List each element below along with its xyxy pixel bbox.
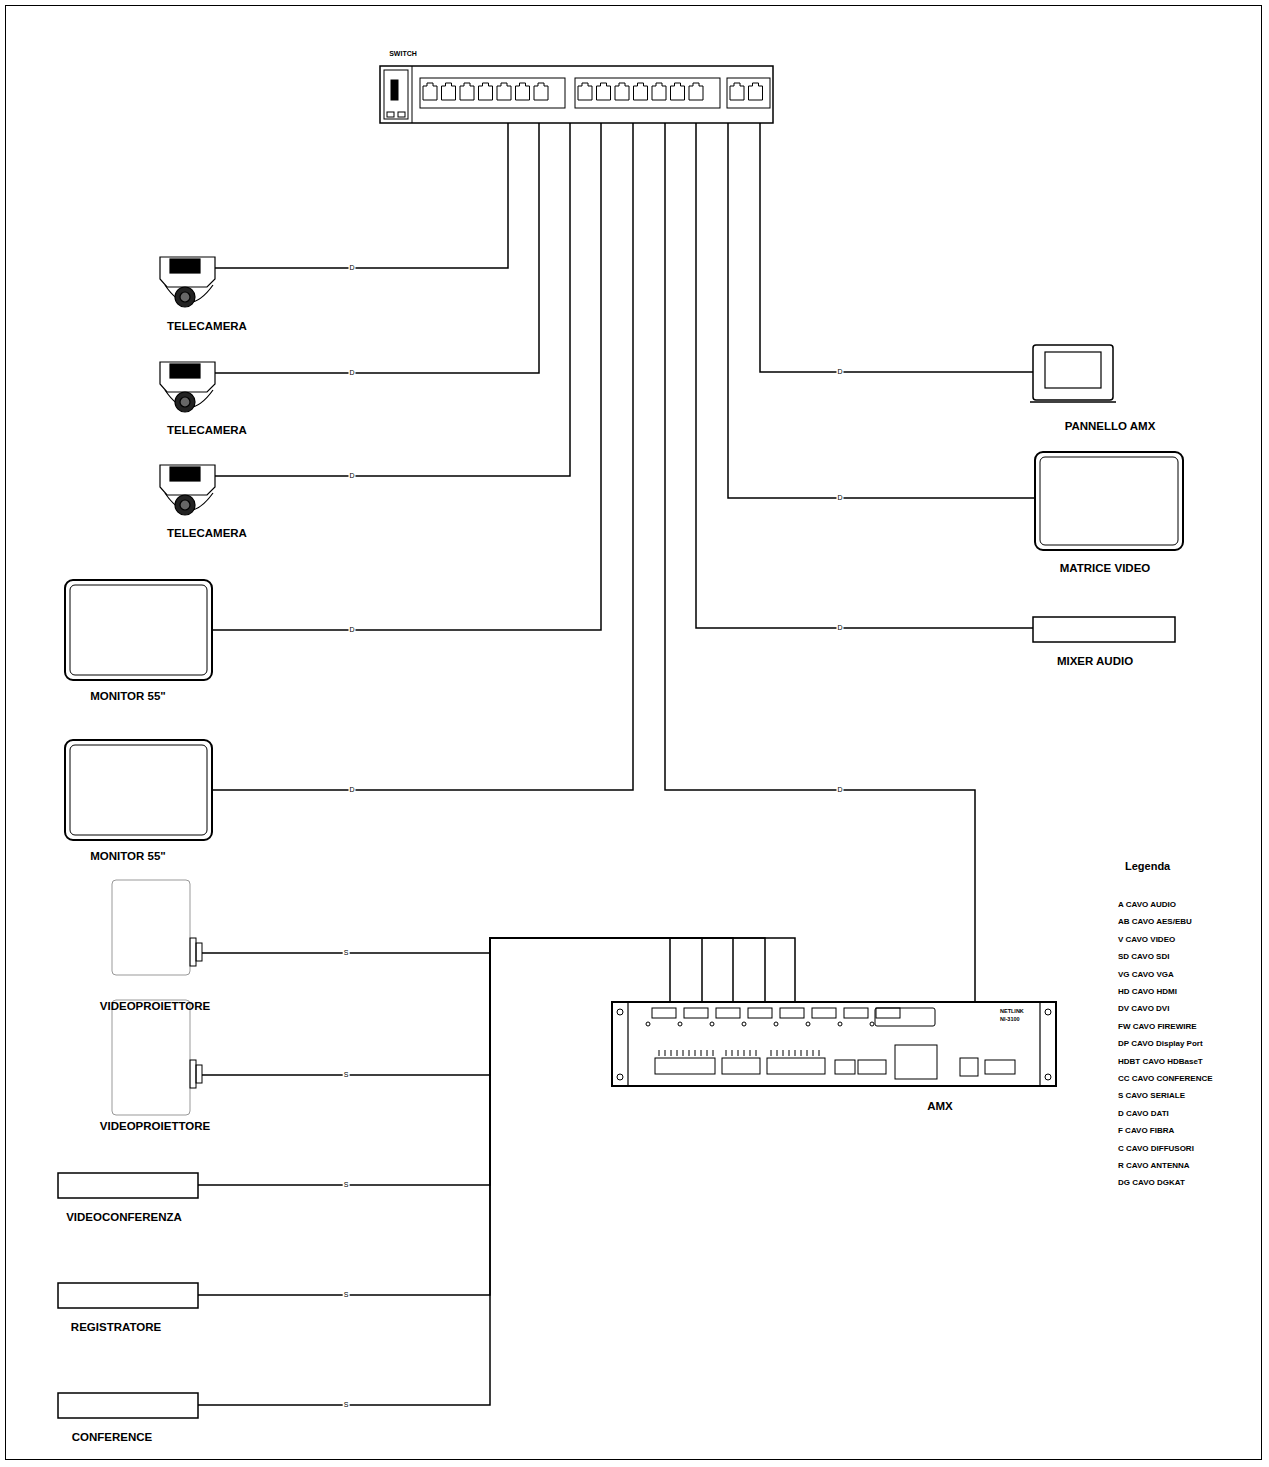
- cable-connector: [728, 123, 1035, 498]
- device-node: MONITOR 55": [65, 580, 212, 680]
- cable-code: D: [836, 624, 843, 632]
- cable-code: D: [836, 368, 843, 376]
- cable-code: S: [343, 949, 350, 957]
- cable-connector: [198, 938, 765, 1295]
- device-label: MONITOR 55": [90, 690, 166, 702]
- cable-connector: [212, 123, 633, 790]
- legend-entry: HD CAVO HDMI: [1118, 987, 1177, 996]
- legend-entry: CC CAVO CONFERENCE: [1118, 1074, 1213, 1083]
- legend-title: Legenda: [1125, 860, 1170, 872]
- device-label: AMX: [927, 1100, 953, 1112]
- device-node: AMX: [612, 1002, 1056, 1086]
- legend-entry: HDBT CAVO HDBaseT: [1118, 1057, 1203, 1066]
- cable-connector: [215, 123, 508, 268]
- device-label: CONFERENCE: [72, 1431, 153, 1443]
- legend-entry: S CAVO SERIALE: [1118, 1091, 1185, 1100]
- legend-entry: AB CAVO AES/EBU: [1118, 917, 1192, 926]
- legend-entry: DV CAVO DVI: [1118, 1004, 1169, 1013]
- cable-connector: [198, 938, 795, 1405]
- device-node: VIDEOPROIETTORE: [112, 880, 202, 975]
- cable-code: D: [836, 494, 843, 502]
- legend-entry: DP CAVO Display Port: [1118, 1039, 1203, 1048]
- device-node: MATRICE VIDEO: [1035, 452, 1183, 550]
- legend-entry: R CAVO ANTENNA: [1118, 1161, 1190, 1170]
- cable-code: S: [343, 1291, 350, 1299]
- legend-entry: C CAVO DIFFUSORI: [1118, 1144, 1194, 1153]
- legend-entry: V CAVO VIDEO: [1118, 935, 1175, 944]
- cable-connector: [212, 123, 601, 630]
- cable-code: S: [343, 1401, 350, 1409]
- cable-connector: [202, 938, 670, 1002]
- legend-entry: DG CAVO DGKAT: [1118, 1178, 1185, 1187]
- device-label: SWITCH: [389, 50, 417, 57]
- cable-code: D: [348, 369, 355, 377]
- device-label: TELECAMERA: [167, 320, 247, 332]
- cable-code: D: [348, 786, 355, 794]
- device-node: VIDEOPROIETTORE: [112, 1000, 202, 1115]
- device-label: VIDEOPROIETTORE: [100, 1120, 210, 1132]
- device-node: VIDEOCONFERENZA: [58, 1173, 198, 1198]
- cable-connector: [665, 123, 975, 1002]
- switch-body: [380, 66, 773, 123]
- cable-code: S: [343, 1181, 350, 1189]
- device-node: TELECAMERA: [160, 360, 215, 420]
- device-node: MIXER AUDIO: [1033, 617, 1175, 642]
- device-label: MIXER AUDIO: [1057, 655, 1133, 667]
- device-node: REGISTRATORE: [58, 1283, 198, 1308]
- device-node: MONITOR 55": [65, 740, 212, 840]
- device-marking: NI-3100: [1000, 1016, 1020, 1022]
- legend-entry: FW CAVO FIREWIRE: [1118, 1022, 1197, 1031]
- legend-entry: F CAVO FIBRA: [1118, 1126, 1174, 1135]
- cable-connector: [215, 123, 539, 373]
- cable-connector: [198, 938, 733, 1185]
- cable-connector: [202, 938, 702, 1075]
- device-node: SWITCH: [380, 66, 773, 123]
- device-node: TELECAMERA: [160, 255, 215, 315]
- device-label: MATRICE VIDEO: [1060, 562, 1151, 574]
- cable-connector: [215, 123, 570, 476]
- cable-code: D: [348, 472, 355, 480]
- device-label: PANNELLO AMX: [1065, 420, 1156, 432]
- device-node: PANNELLO AMX: [1033, 345, 1113, 402]
- device-node: TELECAMERA: [160, 463, 215, 523]
- cable-code: D: [348, 626, 355, 634]
- legend-entry: VG CAVO VGA: [1118, 970, 1174, 979]
- cable-code: S: [343, 1071, 350, 1079]
- cable-connector: [760, 123, 1033, 372]
- legend-entry: A CAVO AUDIO: [1118, 900, 1176, 909]
- device-label: REGISTRATORE: [71, 1321, 161, 1333]
- legend-entry: SD CAVO SDI: [1118, 952, 1169, 961]
- device-label: MONITOR 55": [90, 850, 166, 862]
- cable-code: D: [348, 264, 355, 272]
- device-label: VIDEOCONFERENZA: [66, 1211, 182, 1223]
- device-node: CONFERENCE: [58, 1393, 198, 1418]
- device-label: TELECAMERA: [167, 527, 247, 539]
- cable-code: D: [836, 786, 843, 794]
- device-label: VIDEOPROIETTORE: [100, 1000, 210, 1012]
- device-label: TELECAMERA: [167, 424, 247, 436]
- cable-connector: [696, 123, 1033, 628]
- legend-entry: D CAVO DATI: [1118, 1109, 1169, 1118]
- device-marking: NETLINK: [1000, 1008, 1024, 1014]
